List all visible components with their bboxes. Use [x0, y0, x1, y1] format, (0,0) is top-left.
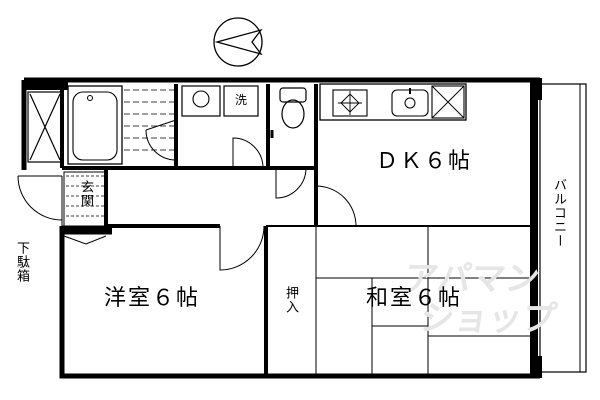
balcony-label: バルコニー: [551, 178, 566, 248]
balcony: [539, 83, 587, 373]
interior-walls: [106, 185, 530, 376]
entrance-label: 玄関: [78, 180, 93, 208]
room-label-japanese: 和室６帖: [366, 286, 463, 311]
shoe-box-label: 下駄箱: [14, 241, 29, 283]
room-label-western: 洋室６帖: [104, 286, 201, 311]
exterior-walls: [21, 77, 540, 379]
tatami-lines: [316, 226, 530, 376]
storage-box: [27, 88, 64, 168]
wet-area: [62, 84, 318, 226]
entrance-area: [17, 168, 112, 245]
wash-label: 洗: [235, 93, 248, 107]
wall-pillars: [24, 78, 542, 378]
room-label-dk: ＤＫ６帖: [376, 149, 473, 174]
north-arrow-icon: [213, 17, 263, 67]
kitchen-counter: [319, 83, 467, 121]
closet-label: 押入: [283, 286, 298, 314]
